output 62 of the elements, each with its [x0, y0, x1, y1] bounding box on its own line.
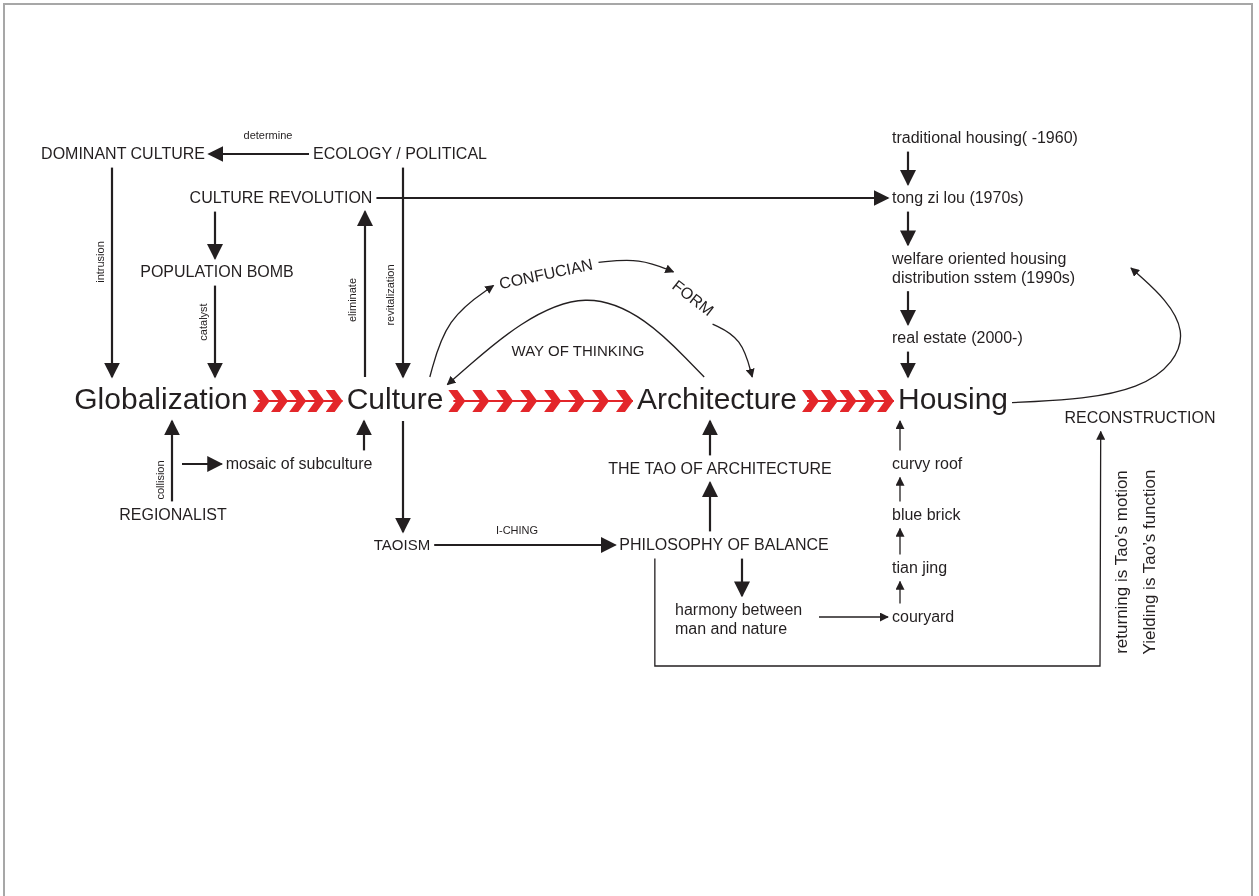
arrow	[900, 351, 916, 379]
arrow	[654, 430, 1106, 667]
concept-label: tian jing	[892, 558, 948, 578]
concept-label: CULTURE REVOLUTION	[189, 188, 373, 208]
caption-text: Yielding is Tao’s function	[1140, 469, 1160, 655]
main-concept-label: Culture	[346, 381, 444, 417]
concept-label: harmony between man and nature	[675, 599, 815, 639]
arrow	[446, 299, 705, 386]
arrow	[207, 146, 309, 162]
edge-label: collision	[153, 459, 167, 501]
arrow	[895, 580, 905, 605]
edge-label: eliminate	[345, 277, 359, 323]
edge-label: revitalization	[383, 263, 397, 327]
concept-label: couryard	[892, 607, 955, 627]
concept-label: blue brick	[892, 505, 961, 525]
arrow	[895, 527, 905, 556]
concept-label: mosaic of subculture	[225, 454, 373, 474]
arrow	[395, 167, 411, 379]
arrow	[702, 481, 718, 532]
concept-label: TAOISM	[373, 536, 431, 554]
arrow	[818, 612, 889, 622]
arrow	[900, 211, 916, 247]
concept-label: POPULATION BOMB	[140, 262, 294, 282]
concept-label: THE TAO OF ARCHITECTURE	[608, 459, 832, 479]
arrow	[734, 558, 750, 598]
arrow	[597, 259, 675, 273]
concept-label: traditional housing( -1960)	[892, 128, 1078, 148]
arrow	[900, 151, 916, 186]
caption-text: returning is Tao’s motion	[1112, 470, 1132, 654]
arrow	[207, 211, 223, 260]
concept-label: PHILOSOPHY OF BALANCE	[619, 535, 829, 555]
arrow	[895, 420, 905, 452]
arrow	[900, 291, 916, 326]
arrow	[434, 537, 617, 553]
concept-label: RECONSTRUCTION	[1064, 408, 1216, 428]
arrow	[104, 167, 120, 379]
concept-label: tong zi lou (1970s)	[892, 188, 1024, 208]
arrow	[395, 421, 411, 534]
arrow	[429, 284, 495, 378]
main-concept-label: Globalization	[74, 381, 248, 417]
arrow	[1011, 267, 1182, 404]
concept-label: DOMINANT CULTURE	[41, 144, 205, 164]
arrow	[207, 285, 223, 379]
main-concept-label: Architecture	[636, 381, 798, 417]
main-concept-label: Housing	[897, 381, 1009, 417]
arrow	[376, 190, 890, 206]
arrow	[182, 456, 224, 472]
edge-label: intrusion	[93, 240, 107, 284]
edge-label: determine	[242, 128, 294, 142]
arrow	[357, 210, 373, 377]
arrow	[702, 419, 718, 456]
concept-label: REGIONALIST	[119, 505, 227, 525]
concept-label: ECOLOGY / POLITICAL	[313, 144, 487, 164]
concept-label: real estate (2000-)	[892, 328, 1023, 348]
arrow	[711, 323, 755, 378]
concept-label: curvy roof	[892, 454, 963, 474]
concept-label: welfare oriented housing distribution sstem (1990s)	[892, 248, 1127, 288]
arrow	[356, 419, 372, 451]
arrow	[895, 476, 905, 503]
edge-label: catalyst	[196, 302, 210, 342]
arrow	[164, 419, 180, 502]
edge-label: I-CHING	[494, 523, 540, 537]
